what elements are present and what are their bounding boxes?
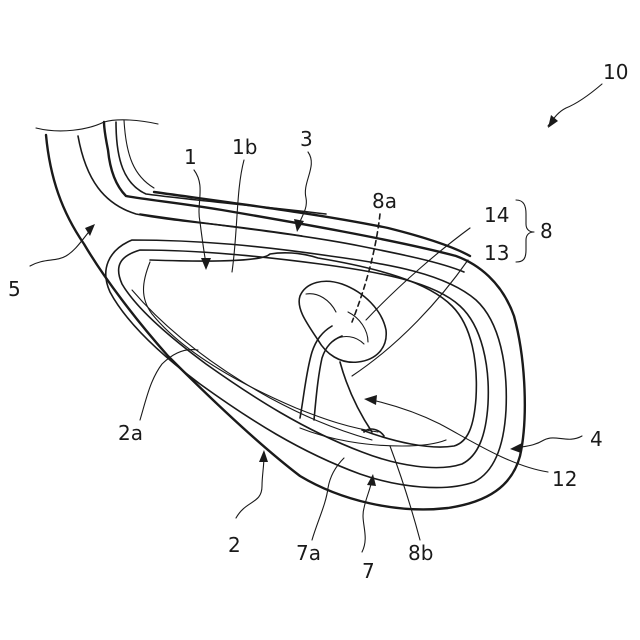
arrowhead-1: [201, 258, 211, 270]
label-4: 4: [590, 427, 603, 451]
rib-front-edge: [340, 362, 372, 432]
leader-1: [194, 170, 206, 264]
leader-lines: [30, 84, 602, 552]
arrowhead-12: [364, 395, 377, 405]
label-8a: 8a: [372, 189, 397, 213]
arrowhead-4: [510, 443, 522, 453]
label-2a: 2a: [118, 421, 143, 445]
outer-rim: [106, 240, 507, 488]
hosel-line-3: [124, 120, 154, 188]
leader-12: [372, 400, 548, 472]
weight-14-hatch-3: [334, 337, 364, 344]
club-head-outline: [36, 120, 525, 510]
label-7: 7: [362, 559, 375, 583]
label-13: 13: [484, 241, 509, 265]
bracket-8: [516, 200, 534, 262]
label-3: 3: [300, 127, 313, 151]
leader-8b: [390, 446, 420, 540]
label-5: 5: [8, 277, 21, 301]
outer-silhouette: [46, 122, 525, 509]
rib-right-edge: [314, 336, 342, 420]
middle-rim: [119, 250, 489, 468]
arrowhead-7: [367, 474, 376, 486]
label-7a: 7a: [296, 541, 321, 565]
cavity-rims: [106, 240, 507, 488]
leader-2: [236, 456, 264, 518]
leader-7a: [312, 458, 344, 540]
cavity-ledge-2a: [144, 262, 379, 432]
arrowhead-10: [548, 115, 558, 128]
label-1: 1: [184, 145, 197, 169]
arrowhead-3: [294, 219, 304, 232]
label-8: 8: [540, 219, 553, 243]
leader-5: [30, 228, 92, 266]
weight-14-hatch-1: [306, 294, 336, 312]
label-12: 12: [552, 467, 577, 491]
label-8b: 8b: [408, 541, 433, 565]
label-1b: 1b: [232, 135, 257, 159]
label-10: 10: [603, 60, 628, 84]
top-line: [154, 192, 470, 256]
label-2: 2: [228, 533, 241, 557]
reference-labels: 10 1 1b 3 8a 14 8 13 5 2a 4 12 2 7a 7 8b: [8, 60, 628, 583]
label-14: 14: [484, 203, 509, 227]
leader-4: [516, 436, 582, 448]
hosel-top-edge: [36, 120, 158, 131]
leader-7: [362, 480, 372, 552]
arrowhead-2: [259, 450, 268, 462]
